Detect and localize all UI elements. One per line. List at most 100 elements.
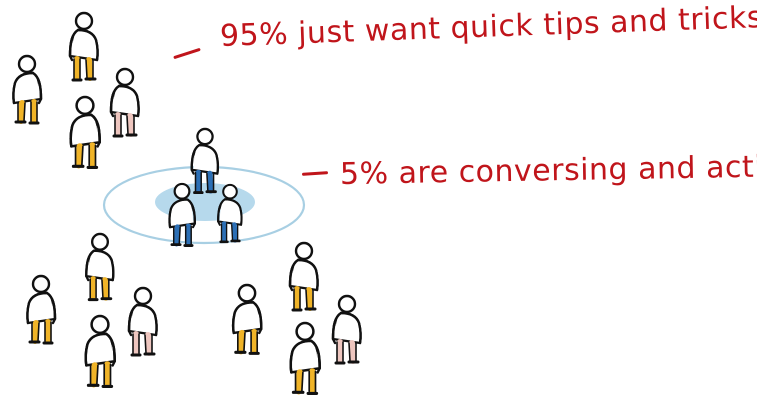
people-group [12, 11, 362, 395]
person-outline [85, 249, 115, 282]
annotation-active: 5% are conversing and active [339, 148, 757, 192]
person-coat [72, 31, 97, 59]
person-legs [337, 339, 356, 364]
person-legs [195, 169, 214, 194]
person-head [74, 11, 94, 31]
person-outline [289, 339, 321, 374]
person-feet [219, 239, 241, 244]
person-head [294, 241, 314, 261]
person-feet [112, 133, 138, 138]
person-coat [291, 341, 318, 372]
person-legs [74, 56, 93, 81]
person-legs [221, 221, 238, 243]
person-head [31, 274, 51, 294]
person-coat [14, 74, 39, 102]
person-head [337, 294, 357, 314]
person-head [75, 95, 95, 116]
person-feet [14, 120, 40, 125]
person-feet [234, 350, 260, 355]
person-feet [87, 297, 113, 302]
person-figure [12, 54, 43, 125]
person-outline [217, 198, 243, 226]
person-feet [291, 390, 319, 395]
person-feet [86, 383, 114, 388]
person-head [173, 182, 191, 200]
person-head [295, 321, 315, 342]
person-outline [69, 113, 101, 148]
person-leg-outline [336, 341, 357, 363]
person-outline [288, 258, 319, 292]
person-coat [219, 200, 241, 224]
person-head [115, 67, 135, 87]
person-feet [28, 340, 54, 345]
person-leg-outline [294, 370, 317, 394]
person-head [222, 183, 238, 200]
person-leg-outline [114, 114, 135, 136]
person-figure [69, 95, 101, 169]
person-figure [109, 67, 140, 138]
person-leg-outline [132, 333, 153, 355]
person-head [90, 314, 110, 335]
person-outline [84, 332, 116, 367]
person-figure [231, 283, 263, 355]
person-leg-outline [194, 171, 215, 193]
person-outline [12, 71, 43, 105]
person-coat [86, 334, 113, 365]
person-figure [168, 182, 196, 247]
person-feet [334, 360, 360, 365]
person-coat [28, 294, 53, 322]
person-figure [127, 286, 158, 357]
person-outline [168, 198, 196, 229]
person-head [17, 54, 37, 74]
person-coat [170, 200, 194, 227]
person-figure [84, 314, 116, 388]
person-outline [231, 301, 263, 335]
person-legs [115, 112, 134, 137]
person-coat [292, 261, 317, 289]
person-leg-outline [17, 101, 38, 123]
person-leg-outline [74, 144, 97, 168]
person-feet [170, 243, 194, 247]
person-coat [234, 303, 260, 332]
person-outline [109, 84, 140, 118]
person-outline [26, 291, 57, 325]
person-feet [130, 352, 156, 357]
person-feet [193, 190, 217, 195]
person-legs [294, 286, 313, 311]
person-leg-outline [237, 331, 259, 354]
person-leg-outline [89, 363, 112, 387]
person-head [133, 286, 153, 306]
person-coat [335, 314, 360, 342]
person-leg-outline [89, 278, 110, 300]
person-head [90, 232, 110, 251]
person-legs [295, 368, 316, 395]
person-legs [32, 319, 51, 344]
person-figure [288, 241, 319, 312]
person-coat [193, 146, 217, 173]
person-figure [68, 11, 99, 82]
person-figure [26, 274, 57, 345]
person-head [196, 127, 214, 146]
person-leg-outline [31, 321, 52, 343]
person-legs [18, 99, 37, 124]
person-feet [291, 307, 317, 312]
person-legs [90, 276, 109, 301]
person-feet [71, 77, 97, 82]
person-outline [331, 311, 362, 345]
person-legs [75, 142, 96, 169]
person-outline [68, 28, 99, 62]
person-outline [127, 303, 158, 337]
person-coat [71, 115, 98, 146]
person-head [237, 283, 257, 303]
person-leg-outline [73, 58, 94, 80]
person-legs [173, 223, 192, 247]
person-figure [217, 183, 243, 244]
person-outline [190, 143, 220, 175]
person-figure [289, 321, 321, 395]
person-leg-outline [172, 225, 192, 246]
person-coat [131, 306, 156, 334]
person-feet [71, 164, 99, 169]
person-leg-outline [220, 223, 239, 242]
